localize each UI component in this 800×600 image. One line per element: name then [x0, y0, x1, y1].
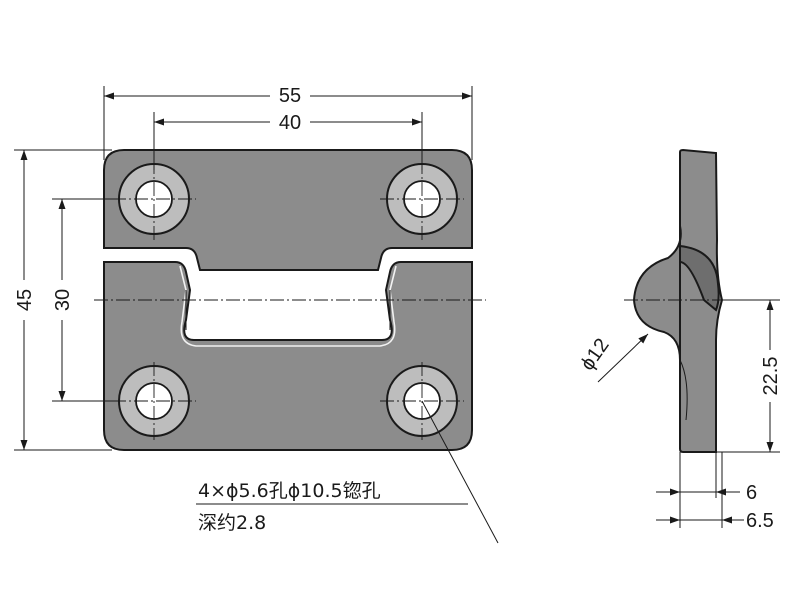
hole-note-leader — [196, 400, 499, 544]
dim-label-phi12: ϕ12 — [576, 335, 613, 375]
side-knuckle — [632, 225, 682, 361]
hole-note-line2: 深约2.8 — [198, 512, 266, 534]
dim-thickness-outer: 6.5 — [656, 510, 774, 532]
side-knuckle-edge — [679, 359, 688, 421]
dim-arc-diameter: ϕ12 — [576, 333, 649, 383]
dim-label-55: 55 — [279, 85, 301, 107]
dim-label-6-5: 6.5 — [746, 510, 774, 532]
dim-overall-height: 45 — [10, 150, 38, 450]
side-view: ϕ12 22.5 6 6.5 — [576, 148, 784, 532]
front-view: 55 40 45 30 4×ϕ5.6孔ϕ10.5锪孔 深约2.8 — [10, 82, 499, 544]
dim-label-22-5: 22.5 — [760, 357, 782, 396]
hole-note-line1: 4×ϕ5.6孔ϕ10.5锪孔 — [198, 480, 381, 502]
upper-plate — [103, 149, 473, 271]
dim-offset-height: 22.5 — [754, 300, 784, 452]
dim-thickness-inner: 6 — [656, 482, 757, 504]
channel-inner — [179, 265, 397, 347]
dim-hole-spacing-horizontal: 40 — [154, 108, 422, 134]
dim-label-30: 30 — [52, 289, 74, 311]
dim-label-45: 45 — [14, 289, 36, 311]
dim-hole-spacing-vertical: 30 — [48, 199, 76, 401]
dim-overall-width: 55 — [104, 82, 472, 107]
dim-label-6: 6 — [746, 482, 757, 504]
lower-plate — [103, 261, 473, 451]
channel-edge — [185, 290, 391, 330]
dim-label-40: 40 — [279, 112, 301, 134]
